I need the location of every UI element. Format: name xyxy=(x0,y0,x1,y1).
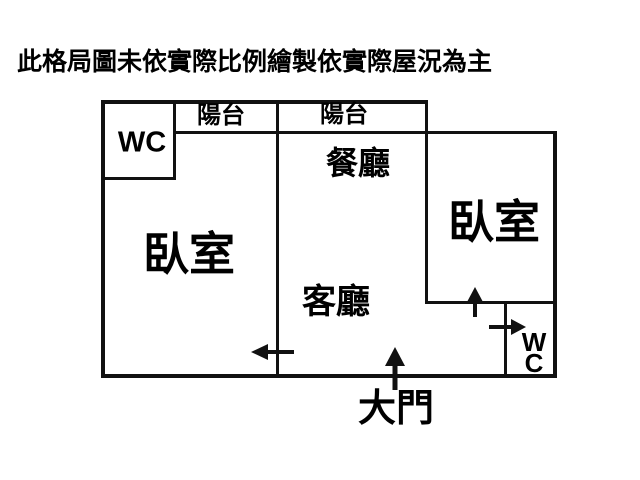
wc-door-arrow-icon xyxy=(489,319,526,335)
bedroom-right-label: 臥室 xyxy=(448,196,540,248)
living-room-label: 客廳 xyxy=(302,283,370,321)
wall-outer-top xyxy=(101,100,428,104)
balcony-right-label: 陽台 xyxy=(320,101,368,128)
wc-top-label: WC xyxy=(117,126,167,159)
wall-center-divider xyxy=(276,100,279,378)
wall-balcony-bottom xyxy=(175,131,557,134)
wall-bedroom-right-bottom xyxy=(425,301,557,304)
main-door-arrow-icon xyxy=(385,347,405,390)
bedroom-left-door-arrow-icon xyxy=(251,344,294,360)
balcony-left-label: 陽台 xyxy=(197,102,245,129)
dining-room-label: 餐廳 xyxy=(325,145,391,181)
wall-outer-left xyxy=(101,100,105,378)
main-door-label: 大門 xyxy=(357,388,435,430)
wc-bottom-label-line2: C xyxy=(524,348,544,378)
wall-bedroom-right-left xyxy=(425,131,428,304)
wall-outer-right xyxy=(553,131,557,378)
wall-wc-bottom-left xyxy=(504,301,507,378)
wc-bottom-label: W C xyxy=(522,329,547,378)
page-title: 此格局圖未依實際比例繪製依實際屋況為主 xyxy=(17,48,493,76)
wall-outer-bottom xyxy=(101,374,557,378)
wall-wc-top-bottom xyxy=(101,177,176,180)
bedroom-left-label: 臥室 xyxy=(143,228,235,280)
wall-outer-step xyxy=(425,100,428,134)
wall-wc-top-right xyxy=(173,100,176,180)
